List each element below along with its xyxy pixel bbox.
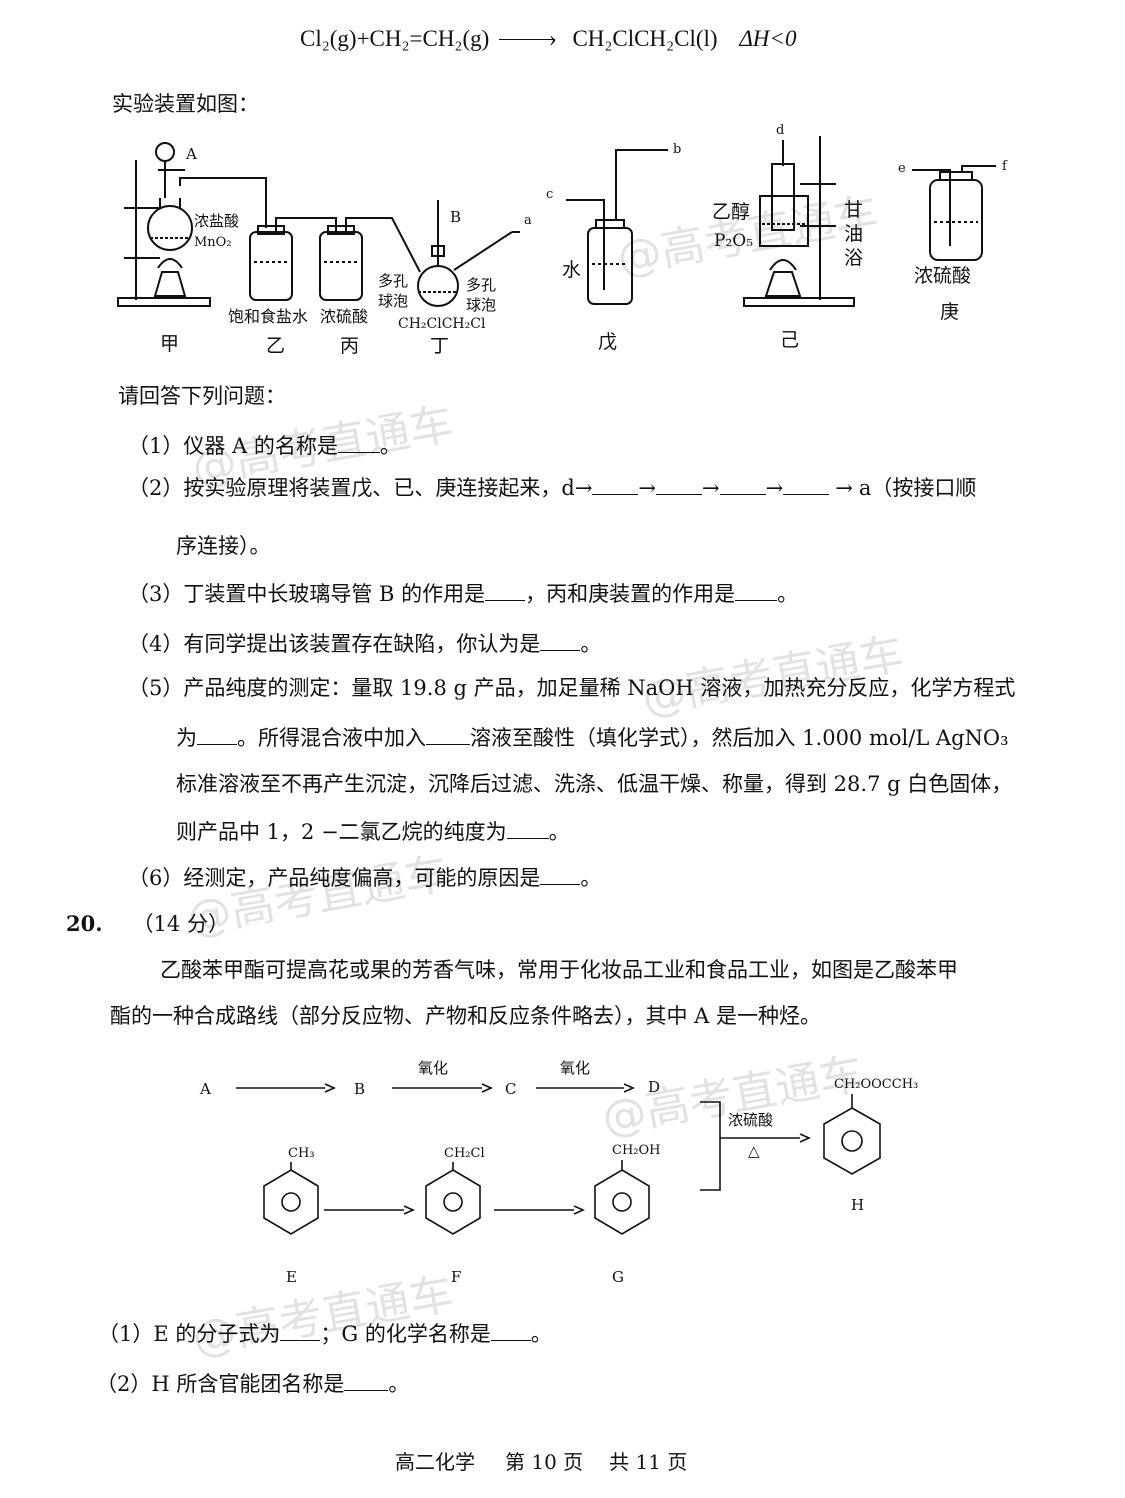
q19-5-line2: 为。所得混合液中加入溶液至酸性（填化学式），然后加入 1.000 mol/L A… xyxy=(176,722,1009,752)
label-c: c xyxy=(546,187,553,202)
watermark: @高考直通车 xyxy=(188,1268,458,1365)
label-a: a xyxy=(524,213,532,228)
label-porous1: 多孔 xyxy=(378,272,408,290)
label-B: B xyxy=(450,208,461,226)
label-A: A xyxy=(185,145,197,163)
q19-2-cont: 序连接）。 xyxy=(176,534,271,558)
scheme-A: A xyxy=(199,1080,211,1098)
label-b: b xyxy=(673,142,681,157)
equation-dh: ΔH<0 xyxy=(739,26,797,51)
label-e: e xyxy=(898,161,906,176)
q20-header: 20.（14 分） xyxy=(66,911,229,936)
equation-rhs: CH₂ClCH₂Cl(l) xyxy=(572,26,718,51)
name-ji: 己 xyxy=(780,329,799,351)
label-d: d xyxy=(776,123,784,138)
q20-intro-1: 乙酸苯甲酯可提高花或果的芳香气味，常用于化妆品工业和食品工业，如图是乙酸苯甲 xyxy=(160,958,958,982)
label-ethanol: 乙醇 xyxy=(712,201,750,223)
q20-2: （2）H 所含官能团名称是。 xyxy=(96,1368,409,1398)
watermark: @高考直通车 xyxy=(598,1048,868,1145)
label-h2so4-geng: 浓硫酸 xyxy=(914,265,971,287)
label-porous2: 多孔 xyxy=(466,276,496,294)
q19-5-line4: 则产品中 1，2 −二氯乙烷的纯度为。 xyxy=(176,816,570,846)
scheme-G: G xyxy=(612,1268,624,1286)
name-jia: 甲 xyxy=(160,333,179,355)
scheme-ox1: 氧化 xyxy=(418,1059,448,1077)
q19-2: （2）按实验原理将装置戊、已、庚连接起来，d→→→→→a（按接口顺 xyxy=(128,472,976,502)
q20-1: （1）E 的分子式为；G 的化学名称是。 xyxy=(98,1318,552,1348)
label-p2o5: P₂O₅ xyxy=(714,231,753,251)
name-wu: 戊 xyxy=(598,331,617,353)
scheme-sub-E: CH₃ xyxy=(288,1146,315,1161)
scheme-sub-F: CH₂Cl xyxy=(444,1146,485,1161)
scheme-D: D xyxy=(648,1078,660,1096)
label-brine: 饱和食盐水 xyxy=(228,307,308,326)
label-bubble1: 球泡 xyxy=(378,292,408,310)
q20-intro-2: 酯的一种合成路线（部分反应物、产物和反应条件略去），其中 A 是一种烃。 xyxy=(110,1004,822,1028)
label-f: f xyxy=(1002,159,1008,174)
scheme-sub-H: CH₂OOCCH₃ xyxy=(834,1077,918,1092)
label-oil: 油 xyxy=(844,223,863,245)
scheme-sub-G: CH₂OH xyxy=(612,1143,661,1158)
label-glycerol: 甘 xyxy=(844,199,863,221)
q19-4: （4）有同学提出该装置存在缺陷，你认为是。 xyxy=(128,628,601,658)
label-bath: 浴 xyxy=(844,247,863,269)
q19-5-line1: （5）产品纯度的测定：量取 19.8 g 产品，加足量稀 NaOH 溶液，加热充… xyxy=(128,676,1016,700)
apparatus-intro: 实验装置如图： xyxy=(112,92,259,116)
scheme-C: C xyxy=(505,1080,516,1098)
scheme-ox2: 氧化 xyxy=(560,1059,590,1077)
scheme-catalyst: 浓硫酸 xyxy=(728,1111,773,1129)
q19-3: （3）丁装置中长玻璃导管 B 的作用是，丙和庚装置的作用是。 xyxy=(128,578,798,608)
q19-1: （1）仪器 A 的名称是。 xyxy=(128,430,401,460)
label-hcl: 浓盐酸 xyxy=(194,212,239,230)
scheme-heat: △ xyxy=(748,1142,760,1160)
name-yi: 乙 xyxy=(266,335,285,357)
label-h2so4-bing: 浓硫酸 xyxy=(320,307,368,326)
label-water: 水 xyxy=(562,259,581,281)
label-mno2: MnO₂ xyxy=(194,235,232,250)
scheme-E: E xyxy=(286,1268,297,1286)
q19-5-line3: 标准溶液至不再产生沉淀，沉降后过滤、洗涤、低温干燥、称量，得到 28.7 g 白… xyxy=(176,772,1013,796)
scheme-F: F xyxy=(451,1268,461,1286)
synthesis-scheme: A B C D 氧化 氧化 浓硫酸 △ E F G H CH₃ CH₂Cl CH… xyxy=(199,1059,918,1286)
q19-6: （6）经测定，产品纯度偏高，可能的原因是。 xyxy=(128,862,601,892)
name-ding: 丁 xyxy=(430,335,449,357)
label-product: CH₂ClCH₂Cl xyxy=(398,316,486,332)
scheme-H: H xyxy=(851,1196,864,1214)
page-footer: 高二化学第 10 页共 11 页 xyxy=(395,1450,688,1474)
name-bing: 丙 xyxy=(340,335,359,357)
equation-lhs: Cl₂(g)+CH₂=CH₂(g) xyxy=(300,26,490,51)
reaction-equation: Cl₂(g)+CH₂=CH₂(g) › CH₂ClCH₂Cl(l) ΔH<0 xyxy=(300,26,797,51)
q19-prompt: 请回答下列问题： xyxy=(118,384,286,408)
apparatus-diagram: A B a b c d e f 浓盐酸 MnO₂ 饱和食盐水 浓硫酸 多孔 球泡… xyxy=(117,123,1008,357)
label-bubble2: 球泡 xyxy=(466,296,496,314)
scheme-B: B xyxy=(354,1080,365,1098)
name-geng: 庚 xyxy=(940,301,959,323)
